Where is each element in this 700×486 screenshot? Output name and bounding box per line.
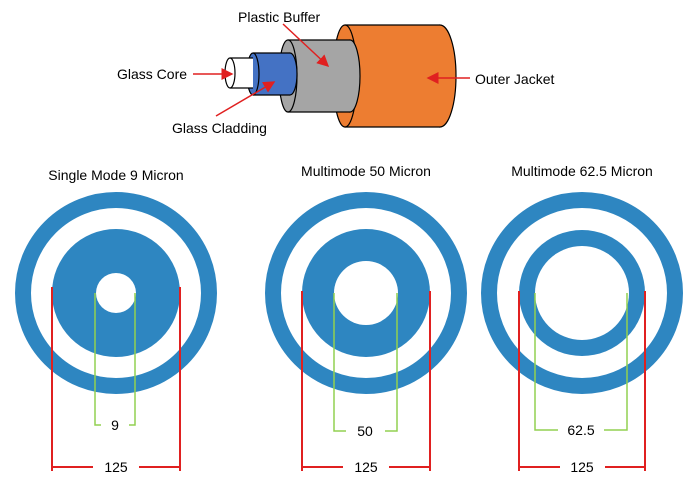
cladding-label: 125 [104,459,128,475]
core-label: 50 [357,423,373,439]
fiber-title: Multimode 50 Micron [301,163,431,179]
outer-ring [265,192,467,394]
glass-core [224,57,253,89]
fiber-single-mode-9: Single Mode 9 Micron 9 125 [15,167,217,475]
outer-ring [15,192,217,394]
core-dimension [534,293,628,431]
cladding-dimension [301,291,431,471]
core [535,246,629,340]
core-dimension [333,293,398,432]
label-glass-cladding: Glass Cladding [172,120,267,136]
fiber-multimode-50: Multimode 50 Micron 50 125 [265,163,467,475]
outer-ring [481,192,683,394]
core-dimension [94,293,136,426]
label-glass-core: Glass Core [117,66,187,82]
core-label: 62.5 [567,422,594,438]
core [96,273,136,313]
fiber-multimode-62-5: Multimode 62.5 Micron 62.5 125 [481,163,683,475]
cladding-label: 125 [354,459,378,475]
fiber-title: Multimode 62.5 Micron [511,163,653,179]
core [334,261,398,325]
arrow-glass-cladding [215,81,276,117]
glass-cladding [246,52,298,96]
cable-illustration [224,24,457,128]
label-outer-jacket: Outer Jacket [475,71,554,87]
fiber-title: Single Mode 9 Micron [48,167,183,183]
cladding-dimension [518,291,646,471]
cladding-dimension [51,287,181,471]
arrow-plastic-buffer [282,23,330,68]
core-label: 9 [111,417,119,433]
label-plastic-buffer: Plastic Buffer [238,9,321,25]
cladding-label: 125 [570,459,594,475]
